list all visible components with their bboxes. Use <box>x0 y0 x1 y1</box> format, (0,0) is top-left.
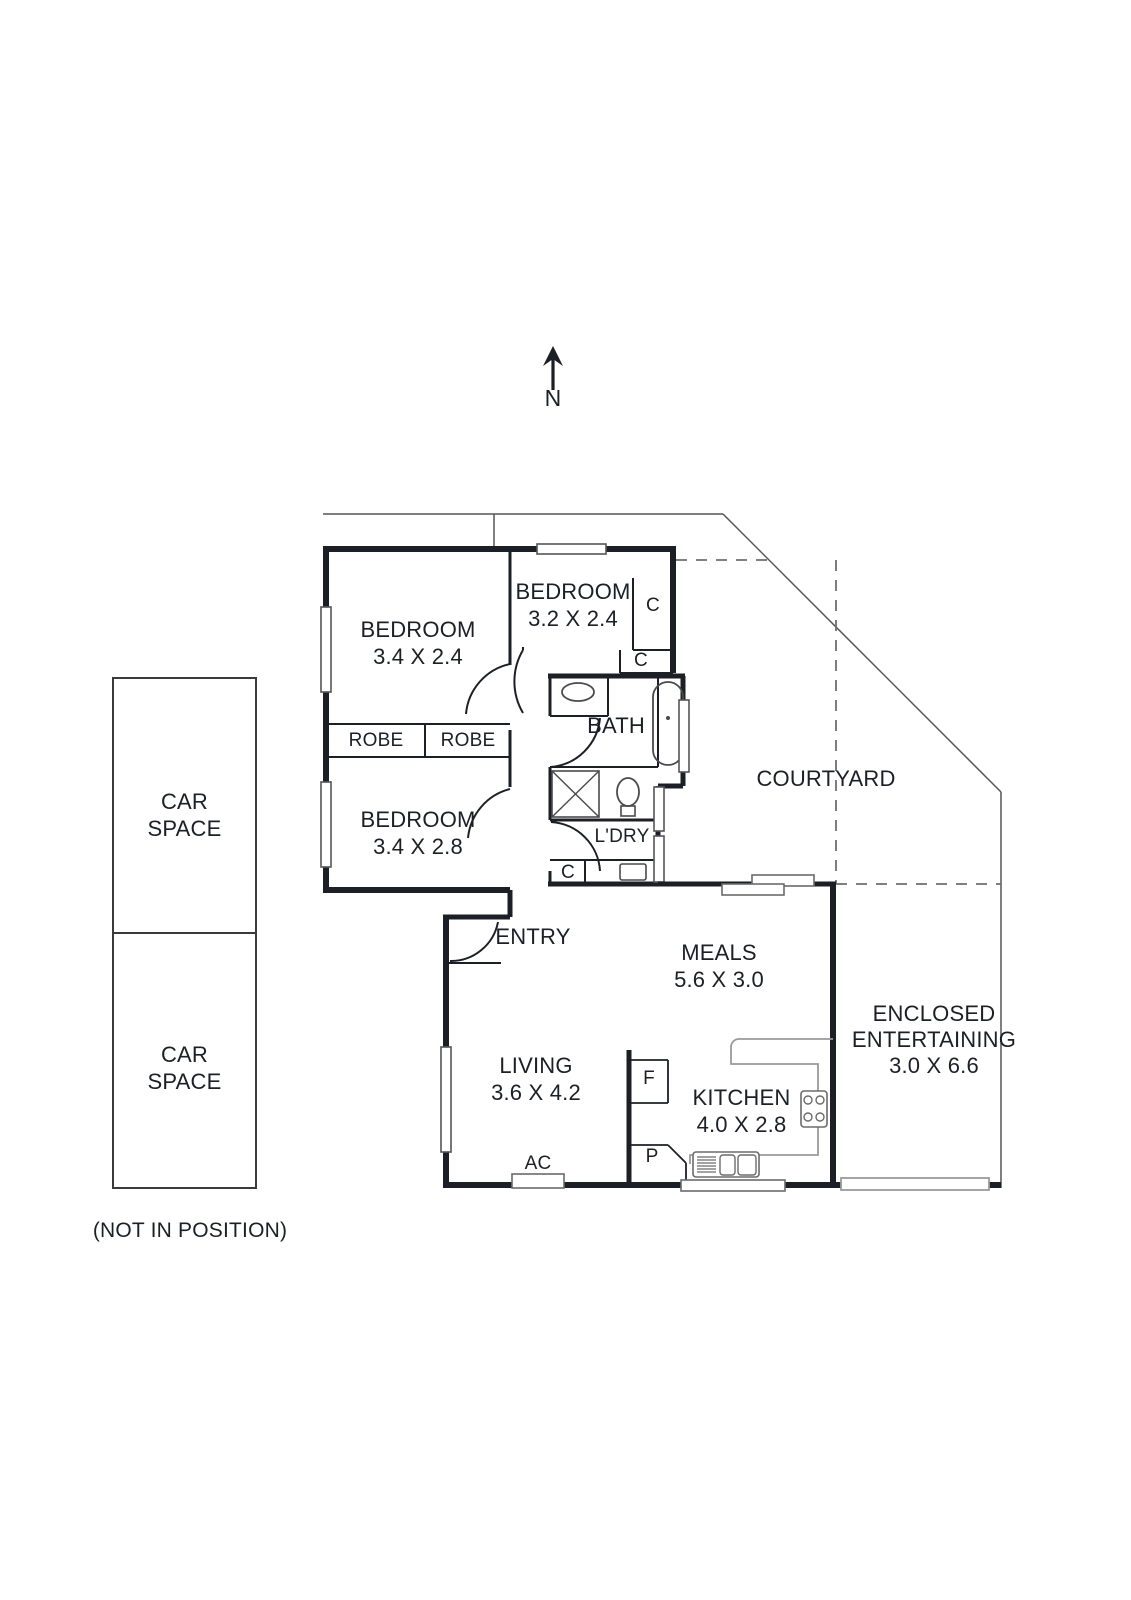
room-label-car-space-1-line1: CAR <box>160 789 209 814</box>
pantry-label: P <box>645 1146 659 1167</box>
room-label-bedroom-2-dim: 3.2 X 2.4 <box>528 606 618 631</box>
kitchen-benchtop <box>689 1038 833 1164</box>
door-entry <box>443 918 499 963</box>
window-entertaining-south <box>840 1177 990 1191</box>
window-bath-east-lower <box>653 786 665 832</box>
room-label-living-dim: 3.6 X 4.2 <box>491 1080 581 1105</box>
north-arrow-icon <box>543 346 563 390</box>
room-label-bedroom-1-name: BEDROOM <box>360 617 476 642</box>
robe-label-right: ROBE <box>440 730 496 751</box>
laundry-trough-icon <box>619 863 647 881</box>
air-conditioner-label: AC <box>524 1153 552 1174</box>
closet-walls-bedroom2 <box>619 578 673 674</box>
window-bedroom2-north <box>536 543 607 555</box>
kitchen-joinery <box>626 1050 687 1185</box>
window-bedroom3-west <box>320 781 332 868</box>
room-label-courtyard: COURTYARD <box>756 766 896 791</box>
door-bedroom3 <box>467 788 511 839</box>
window-living-west <box>440 1046 452 1153</box>
room-label-entertaining-line2: ENTERTAINING <box>851 1027 1017 1052</box>
north-label: N <box>544 385 562 411</box>
room-label-kitchen-name: KITCHEN <box>692 1085 791 1110</box>
basin-fixture-icon <box>561 682 595 702</box>
room-label-living-name: LIVING <box>499 1053 573 1078</box>
room-label-laundry: L'DRY <box>594 826 650 847</box>
room-label-bedroom-2-name: BEDROOM <box>515 579 631 604</box>
closet-label-laundry: C <box>561 862 575 883</box>
door-bedroom2 <box>513 647 524 714</box>
robe-label-left: ROBE <box>348 730 404 751</box>
sliding-door-meals-courtyard <box>721 874 815 896</box>
room-label-bedroom-3-dim: 3.4 X 2.8 <box>373 834 463 859</box>
cooktop-icon <box>800 1090 828 1128</box>
room-label-entertaining-line1: ENCLOSED <box>872 1001 996 1026</box>
room-label-bedroom-3-name: BEDROOM <box>360 807 476 832</box>
room-label-entry: ENTRY <box>495 924 571 949</box>
room-label-entertaining-dim: 3.0 X 6.6 <box>889 1053 979 1078</box>
room-label-bedroom-1-dim: 3.4 X 2.4 <box>373 644 463 669</box>
car-space-block <box>112 677 257 1189</box>
kitchen-sink-icon <box>692 1151 760 1178</box>
shower-fixture-icon <box>551 770 600 818</box>
site-boundary-lines <box>323 513 1002 1188</box>
toilet-fixture-icon <box>616 777 640 817</box>
room-label-car-space-2-line1: CAR <box>160 1042 209 1067</box>
window-kitchen-south <box>680 1179 786 1192</box>
bathroom-walls <box>548 673 700 887</box>
window-bath-east <box>678 699 690 773</box>
room-label-meals-dim: 5.6 X 3.0 <box>674 967 764 992</box>
air-conditioner-unit-icon <box>511 1173 565 1189</box>
room-label-kitchen-dim: 4.0 X 2.8 <box>696 1112 787 1137</box>
door-laundry <box>550 821 601 872</box>
room-label-meals-name: MEALS <box>681 940 757 965</box>
room-label-car-space-1-line2: SPACE <box>147 816 222 841</box>
fridge-label: F <box>643 1068 655 1089</box>
window-bedroom1-west <box>320 606 332 693</box>
room-label-bath: BATH <box>587 713 645 738</box>
door-bedroom1 <box>465 663 511 715</box>
door-hall-bath <box>550 717 601 768</box>
courtyard-dashed-boundary <box>676 559 1001 885</box>
closet-label-bedroom2-lower: C <box>634 650 648 671</box>
room-label-car-space-2-line2: SPACE <box>147 1069 222 1094</box>
not-in-position-note: (NOT IN POSITION) <box>92 1219 288 1242</box>
closet-label-bedroom2-right: C <box>646 595 660 616</box>
